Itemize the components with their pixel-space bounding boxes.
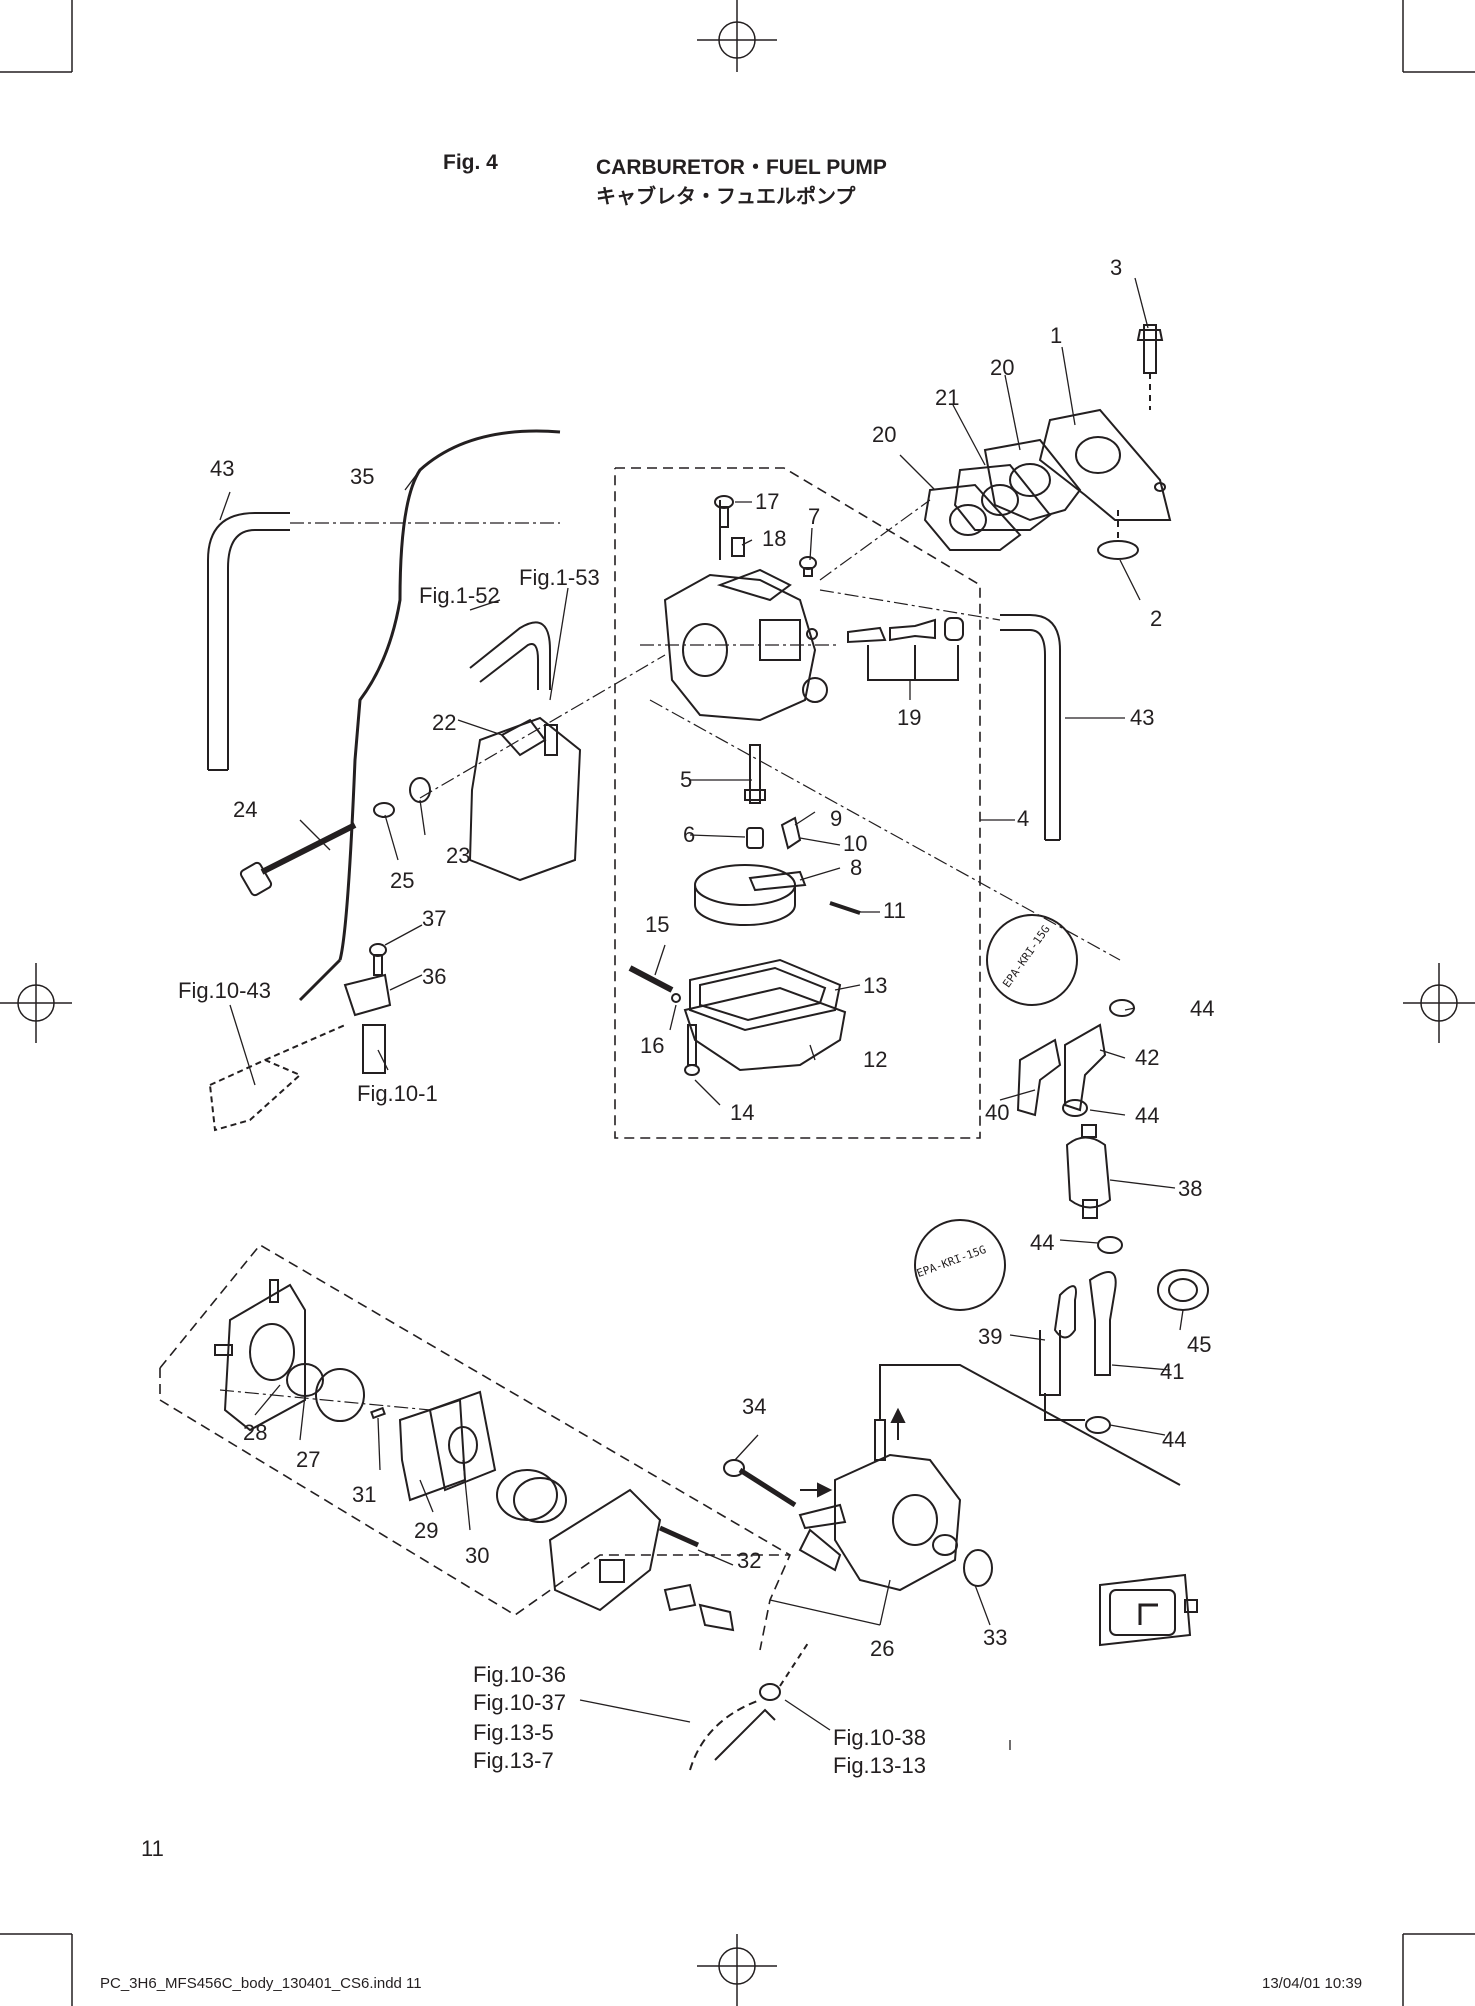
leader-lines [219,277,1184,1750]
ref-fig10-43: Fig.10-43 [178,978,271,1003]
bolt-24 [239,777,431,897]
ref-fig10-37: Fig.10-37 [473,1690,566,1715]
ref-fig1-52: Fig.1-52 [419,583,500,608]
callout-41: 41 [1160,1359,1185,1384]
flow-arrows [800,1407,906,1498]
callout-5: 5 [680,767,693,792]
callout-10: 10 [843,831,868,856]
callout-4: 4 [1017,806,1030,831]
carburetor-body [663,500,828,722]
fig10-43-item [208,1024,346,1132]
callout-30: 30 [465,1543,490,1568]
callout-23: 23 [446,843,471,868]
fuel-filter-line [1016,999,1209,1434]
pump-body-26-parts [548,1488,735,1632]
fuel-pump-assembly-box [159,1243,792,1651]
ref-fig10-1: Fig.10-1 [357,1081,438,1106]
callout-39: 39 [978,1324,1003,1349]
timestamp: 13/04/01 10:39 [1262,1975,1363,1992]
callout-9: 9 [830,806,843,831]
callout-20: 20 [990,355,1015,380]
callout-16: 16 [640,1033,665,1058]
callout-34: 34 [742,1394,767,1419]
callout-14: 14 [730,1100,755,1125]
callout-43: 43 [210,456,235,481]
callout-2: 2 [1150,606,1163,631]
callout-22: 22 [432,710,457,735]
callout-28: 28 [243,1420,268,1445]
callout-3: 3 [1110,255,1123,280]
ref-fig1-53: Fig.1-53 [519,565,600,590]
pilot-screw-assembly [847,617,964,681]
clamp-36 [343,943,392,1074]
inset-detail [1099,1573,1198,1647]
figure-label: Fig. 4 [443,151,498,174]
callout-42: 42 [1135,1045,1160,1070]
callout-1: 1 [1050,323,1063,348]
ref-fig10-38: Fig.10-38 [833,1725,926,1750]
callout-13: 13 [863,973,888,998]
callout-7: 7 [808,504,821,529]
figure-title-japanese: キャブレタ・フュエルポンプ [596,184,856,208]
callout-24: 24 [233,797,258,822]
callout-19: 19 [897,705,922,730]
callout-15: 15 [645,912,670,937]
hose-fig1-52 [469,621,551,690]
epa-stamp-circles [914,914,1078,1311]
callout-36: 36 [422,964,447,989]
choke-cable [298,429,561,1002]
carburetor-assembly-box [614,467,981,1139]
fuel-hoses-43 [207,512,1061,841]
ref-fig13-5: Fig.13-5 [473,1720,554,1745]
pump-cover-28 [214,1279,567,1523]
fuel-pump-26 [723,1364,1181,1592]
callout-40: 40 [985,1100,1010,1125]
callout-18: 18 [762,526,787,551]
callout-32: 32 [737,1548,762,1573]
file-name: PC_3H6_MFS456C_body_130401_CS6.indd 11 [100,1975,422,1992]
callout-20: 20 [872,422,897,447]
lower-hose [689,1639,811,1771]
callout-27: 27 [296,1447,321,1472]
float-parts [694,744,861,926]
callout-33: 33 [983,1625,1008,1650]
callout-26: 26 [870,1636,895,1661]
connection-lines [219,499,1121,1411]
fuel-bracket-22 [468,716,582,882]
callout-6: 6 [683,822,696,847]
callout-44: 44 [1162,1427,1187,1452]
callout-44: 44 [1030,1230,1055,1255]
callout-44: 44 [1135,1103,1160,1128]
callout-31: 31 [352,1482,377,1507]
carburetor-screws [714,495,817,577]
callout-25: 25 [390,868,415,893]
callout-11: 11 [883,898,906,923]
intake-manifold [923,324,1172,560]
float-bowl [628,958,847,1076]
callout-43: 43 [1130,705,1155,730]
callout-37: 37 [422,906,447,931]
callout-45: 45 [1187,1332,1212,1357]
callout-29: 29 [414,1518,439,1543]
callout-12: 12 [863,1047,888,1072]
ref-fig13-7: Fig.13-7 [473,1748,554,1773]
callout-17: 17 [755,489,780,514]
callout-44: 44 [1190,996,1215,1021]
callout-35: 35 [350,464,375,489]
callout-38: 38 [1178,1176,1203,1201]
callout-8: 8 [850,855,863,880]
figure-title: CARBURETOR・FUEL PUMP [596,156,887,179]
page-number: 11 [141,1836,164,1861]
callout-21: 21 [935,385,960,410]
ref-fig13-13: Fig.13-13 [833,1753,926,1778]
ref-fig10-36: Fig.10-36 [473,1662,566,1687]
